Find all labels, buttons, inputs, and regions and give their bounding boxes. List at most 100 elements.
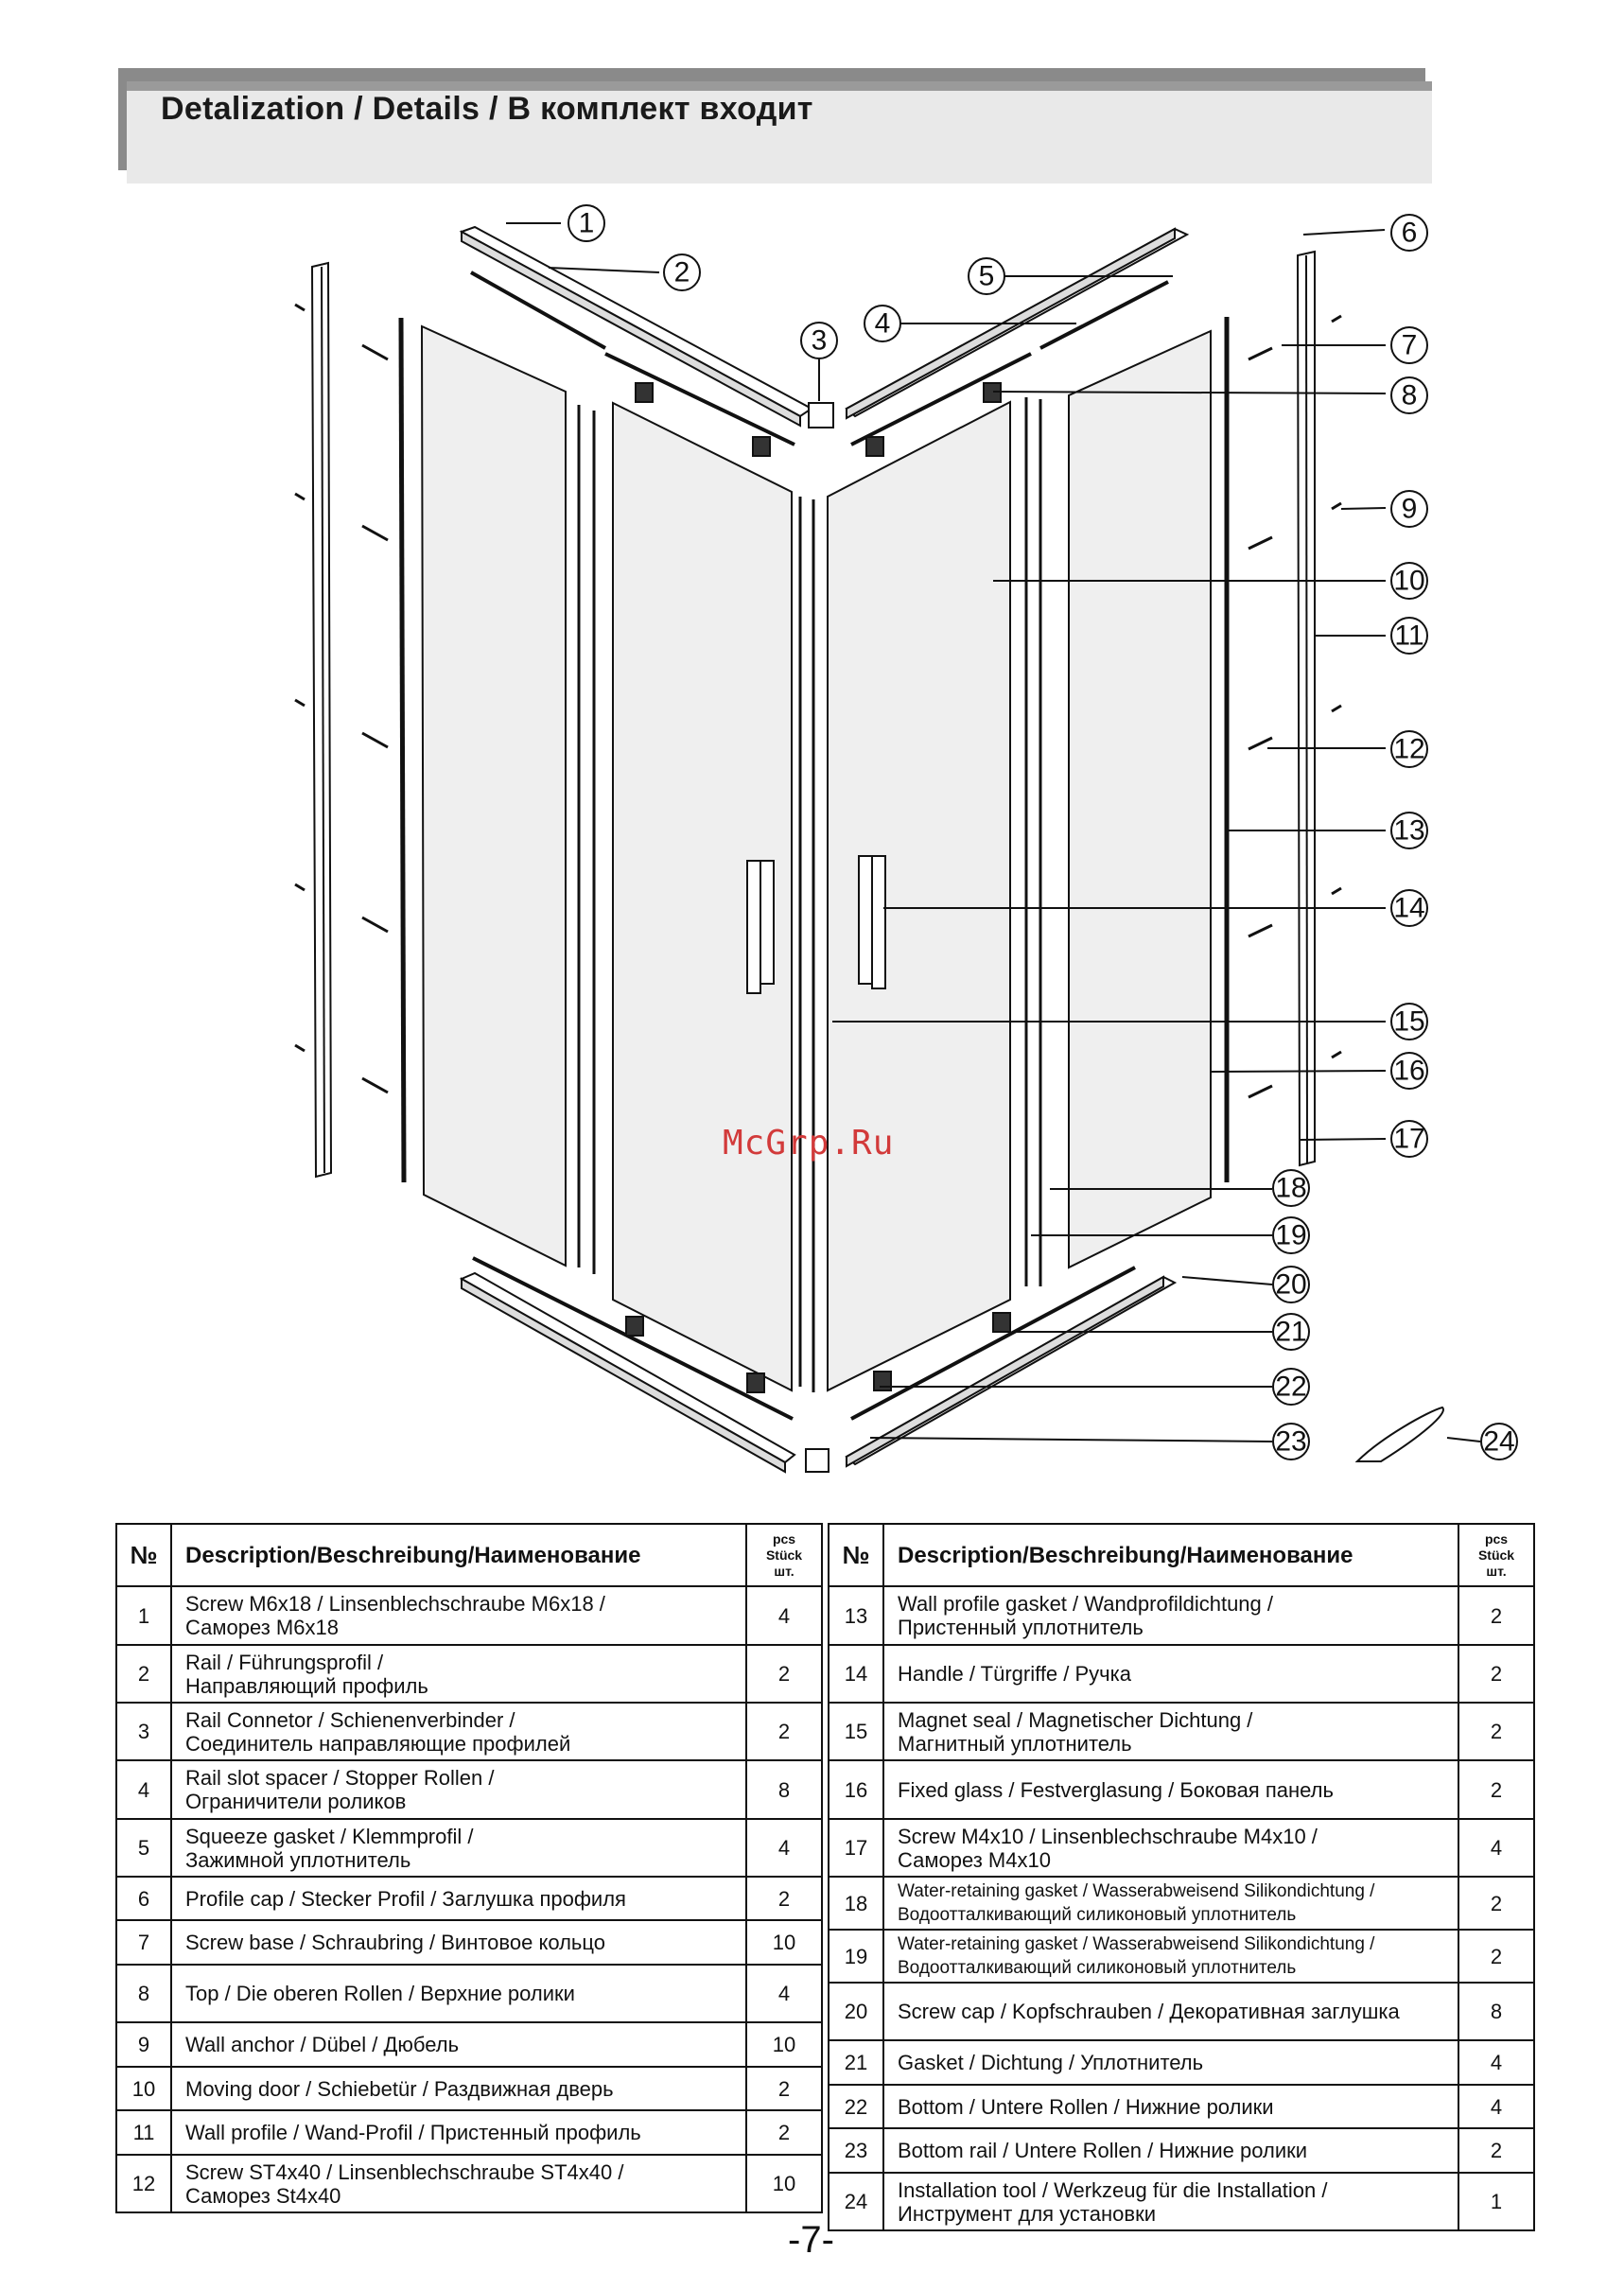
description-line: Rail / Führungsprofil / [185, 1650, 384, 1674]
description-line: Fixed glass / Festverglasung / Боковая п… [898, 1777, 1334, 1802]
col-desc-header: Description/Beschreibung/Наименование [170, 1523, 747, 1587]
callout-20: 20 [1275, 1269, 1306, 1301]
part-number: 5 [115, 1818, 172, 1878]
callout-4: 4 [875, 308, 891, 340]
description-line: Installation tool / Werkzeug für die Ins… [898, 2177, 1328, 2202]
page-title: Detalization / Details / В комплект вход… [161, 91, 813, 127]
part-description: Rail / Führungsprofil /Направляющий проф… [170, 1644, 747, 1704]
col-no-header: № [828, 1523, 884, 1587]
part-quantity: 8 [1458, 1982, 1535, 2041]
callout-18: 18 [1275, 1173, 1306, 1204]
callout-6: 6 [1402, 218, 1418, 249]
part-description: Water-retaining gasket / Wasserabweisend… [882, 1929, 1459, 1984]
description-line: Зажимной уплотнитель [185, 1847, 411, 1872]
part-quantity: 2 [1458, 2127, 1535, 2174]
part-description: Screw M6x18 / Linsenblechschraube M6x18 … [170, 1585, 747, 1646]
part-description: Rail slot spacer / Stopper Rollen /Огран… [170, 1759, 747, 1820]
callout-15: 15 [1393, 1006, 1424, 1038]
description-line: Wall profile gasket / Wandprofildichtung… [898, 1592, 1273, 1616]
part-description: Screw ST4x40 / Linsenblechschraube ST4x4… [170, 2154, 747, 2213]
part-number: 7 [115, 1919, 172, 1966]
callout-5: 5 [979, 261, 995, 292]
description-line: Пристенный уплотнитель [898, 1616, 1144, 1639]
description-line: Gasket / Dichtung / Уплотнитель [898, 2051, 1204, 2074]
part-quantity: 10 [745, 2021, 823, 2068]
part-description: Gasket / Dichtung / Уплотнитель [882, 2039, 1459, 2086]
right-handle [858, 855, 873, 985]
header-band [127, 81, 1432, 184]
callout-24: 24 [1483, 1426, 1514, 1458]
description-line: Wall profile / Wand-Profil / Пристенный … [185, 2121, 641, 2144]
description-line: Screw ST4x40 / Linsenblechschraube ST4x4… [185, 2159, 624, 2184]
callout-2: 2 [674, 257, 690, 288]
part-description: Water-retaining gasket / Wasserabweisend… [882, 1876, 1459, 1931]
part-quantity: 4 [1458, 2039, 1535, 2086]
description-line: Profile cap / Stecker Profil / Заглушка … [185, 1886, 626, 1911]
exploded-diagram: 1 2 3 4 5 6 7 8 9 10 11 12 13 14 15 16 1… [294, 204, 1518, 1474]
part-number: 18 [828, 1876, 884, 1931]
part-quantity: 4 [1458, 1818, 1535, 1878]
left-handle [746, 860, 761, 994]
callout-17: 17 [1393, 1124, 1424, 1155]
part-number: 1 [115, 1585, 172, 1646]
description-line: Screw cap / Kopfschrauben / Декоративная… [898, 2000, 1400, 2023]
page-number: -7- [788, 2219, 834, 2261]
left-gasket [398, 317, 407, 1183]
callout-1: 1 [579, 208, 595, 239]
description-line: Соединитель направляющие профилей [185, 1731, 571, 1756]
part-number: 4 [115, 1759, 172, 1820]
table-row: 21 Gasket / Dichtung / Уплотнитель 4 [828, 2039, 1535, 2086]
callout-13: 13 [1393, 815, 1424, 847]
part-number: 20 [828, 1982, 884, 2041]
table-row: 12 Screw ST4x40 / Linsenblechschraube ST4… [115, 2154, 823, 2213]
parts-table-right: № Description/Beschreibung/Наименование … [828, 1523, 1535, 2231]
callout-3: 3 [812, 325, 828, 357]
part-quantity: 2 [745, 2109, 823, 2156]
description-line: Саморез М4х10 [898, 1847, 1051, 1872]
part-description: Installation tool / Werkzeug für die Ins… [882, 2172, 1459, 2231]
part-quantity: 2 [1458, 1702, 1535, 1761]
description-line: Водоотталкивающий силиконовый уплотнител… [898, 1905, 1297, 1925]
table-header: № Description/Beschreibung/Наименование … [828, 1523, 1535, 1587]
part-number: 14 [828, 1644, 884, 1704]
callout-14: 14 [1393, 893, 1424, 924]
part-description: Bottom rail / Untere Rollen / Нижние рол… [882, 2127, 1459, 2174]
part-description: Handle / Türgriffe / Ручка [882, 1644, 1459, 1704]
description-line: Water-retaining gasket / Wasserabweisend… [898, 1934, 1375, 1954]
description-line: Магнитный уплотнитель [898, 1731, 1132, 1756]
right-moving-door [827, 400, 1011, 1392]
part-quantity: 4 [745, 1585, 823, 1646]
callout-22: 22 [1275, 1372, 1306, 1403]
description-line: Magnet seal / Magnetischer Dichtung / [898, 1707, 1253, 1732]
callout-21: 21 [1275, 1317, 1306, 1348]
part-number: 21 [828, 2039, 884, 2086]
description-line: Саморез St4x40 [185, 2183, 341, 2208]
description-line: Top / Die oberen Rollen / Верхние ролики [185, 1982, 575, 2005]
part-description: Bottom / Untere Rollen / Нижние ролики [882, 2084, 1459, 2129]
part-description: Screw base / Schraubring / Винтовое коль… [170, 1919, 747, 1966]
left-moving-door [612, 401, 793, 1392]
part-quantity: 1 [1458, 2172, 1535, 2231]
description-line: Rail slot spacer / Stopper Rollen / [185, 1766, 495, 1790]
description-line: Саморез М6х18 [185, 1616, 339, 1639]
left-fixed-glass [420, 324, 567, 1267]
part-description: Rail Connetor / Schienenverbinder /Соеди… [170, 1702, 747, 1761]
col-desc-header: Description/Beschreibung/Наименование [882, 1523, 1459, 1587]
callout-19: 19 [1275, 1220, 1306, 1251]
callout-7: 7 [1402, 330, 1418, 361]
part-number: 6 [115, 1876, 172, 1921]
description-line: Screw base / Schraubring / Винтовое коль… [185, 1931, 605, 1954]
callout-12: 12 [1393, 734, 1424, 765]
part-number: 12 [115, 2154, 172, 2213]
parts-table-left: № Description/Beschreibung/Наименование … [115, 1523, 823, 2213]
